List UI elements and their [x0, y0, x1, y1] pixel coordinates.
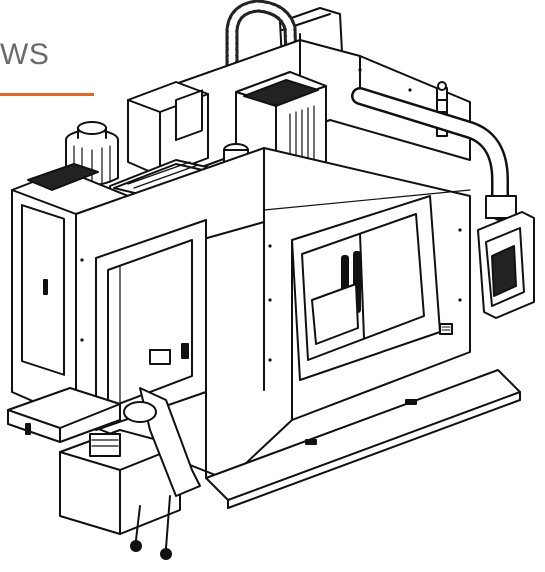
control-pendant	[477, 211, 535, 319]
fastener-dots	[80, 68, 462, 362]
pendant-duct	[351, 87, 517, 221]
sliding-door	[291, 195, 441, 381]
chip-conveyor	[59, 387, 201, 560]
accent-underline	[0, 93, 94, 96]
machine-base	[205, 369, 521, 509]
section-title-fragment: WS	[0, 38, 50, 71]
left-window	[95, 219, 207, 431]
label-plate	[439, 323, 453, 335]
cable-carrier	[225, 0, 299, 102]
rear-left-box	[127, 81, 209, 177]
coolant-tank	[7, 387, 121, 443]
